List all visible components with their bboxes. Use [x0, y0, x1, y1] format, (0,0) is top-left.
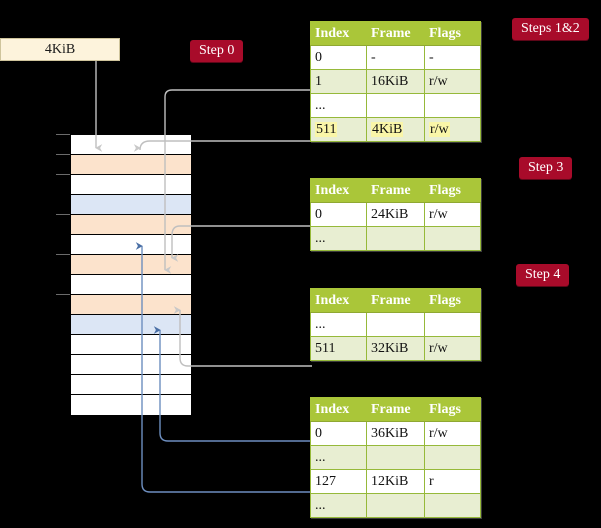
memory-frame-row [71, 235, 191, 255]
column-header-index: Index [310, 178, 367, 203]
cell-flags [424, 93, 481, 118]
cell-flags [424, 226, 481, 251]
cell-flags: r/w [424, 202, 481, 227]
column-header-flags: Flags [424, 397, 481, 422]
memory-frame-row [71, 175, 191, 195]
cell-index: 0 [310, 421, 367, 446]
cell-frame: 32KiB [366, 336, 425, 361]
cell-index: 0 [310, 45, 367, 70]
cell-index: 127 [310, 469, 367, 494]
badge-step-3: Step 3 [519, 157, 573, 179]
memory-frame-row [71, 335, 191, 355]
cell-flags: r/w [424, 117, 481, 142]
cell-frame: - [366, 45, 425, 70]
column-header-index: Index [310, 288, 367, 313]
column-header-index: Index [310, 21, 367, 46]
virtual-address-label: 4KiB [44, 42, 76, 57]
badge-step-4: Step 4 [516, 264, 570, 286]
cell-flags: r/w [424, 336, 481, 361]
cell-frame [366, 93, 425, 118]
physical-memory-column [70, 134, 191, 415]
memory-frame-row [71, 155, 191, 175]
virtual-address-box: 4KiB [0, 38, 120, 61]
memory-frame-row [71, 275, 191, 295]
memory-frame-row [71, 255, 191, 275]
memory-frame-row [71, 395, 191, 415]
table-row[interactable]: ... [310, 493, 481, 518]
cell-index: ... [310, 226, 367, 251]
cell-index: 511 [310, 336, 367, 361]
column-header-flags: Flags [424, 178, 481, 203]
cell-flags: - [424, 45, 481, 70]
memory-frame-row [71, 295, 191, 315]
memory-boundary-tick [56, 254, 70, 255]
memory-frame-row [71, 215, 191, 235]
column-header-flags: Flags [424, 288, 481, 313]
badge-step-0: Step 0 [190, 40, 244, 62]
memory-boundary-tick [56, 294, 70, 295]
cell-index: ... [310, 312, 367, 337]
column-header-frame: Frame [366, 397, 425, 422]
cell-flags [424, 445, 481, 470]
cell-flags: r/w [424, 421, 481, 446]
cell-flags: r/w [424, 69, 481, 94]
memory-boundary-tick [56, 154, 70, 155]
memory-frame-row [71, 315, 191, 335]
memory-boundary-tick [56, 214, 70, 215]
table-row[interactable]: ... [310, 226, 481, 251]
cell-frame [366, 312, 425, 337]
table-row[interactable]: 0-- [310, 45, 481, 70]
memory-frame-row [71, 135, 191, 155]
column-header-frame: Frame [366, 21, 425, 46]
memory-boundary-tick [56, 134, 70, 135]
badge-steps-1-and-2: Steps 1&2 [512, 18, 589, 40]
cell-frame: 36KiB [366, 421, 425, 446]
memory-frame-row [71, 375, 191, 395]
wire-step3-table2-row0 [171, 225, 312, 262]
memory-frame-row [71, 355, 191, 375]
cell-frame: 16KiB [366, 69, 425, 94]
column-header-frame: Frame [366, 288, 425, 313]
column-header-flags: Flags [424, 21, 481, 46]
cell-index: 0 [310, 202, 367, 227]
cell-flags [424, 493, 481, 518]
cell-frame [366, 445, 425, 470]
cell-index: ... [310, 445, 367, 470]
cell-flags [424, 312, 481, 337]
memory-frame-row [71, 195, 191, 215]
column-header-frame: Frame [366, 178, 425, 203]
cell-frame: 4KiB [366, 117, 425, 142]
cell-frame: 12KiB [366, 469, 425, 494]
cell-index: 1 [310, 69, 367, 94]
column-header-index: Index [310, 397, 367, 422]
table-row[interactable]: ... [310, 445, 481, 470]
cell-frame [366, 493, 425, 518]
cell-frame [366, 226, 425, 251]
table-row[interactable]: ... [310, 93, 481, 118]
table-row[interactable]: ... [310, 312, 481, 337]
cell-index: 511 [310, 117, 367, 142]
memory-boundary-tick [56, 174, 70, 175]
wire-step4-table3-row511 [173, 306, 312, 367]
cell-frame: 24KiB [366, 202, 425, 227]
cell-index: ... [310, 493, 367, 518]
cell-index: ... [310, 93, 367, 118]
cell-flags: r [424, 469, 481, 494]
